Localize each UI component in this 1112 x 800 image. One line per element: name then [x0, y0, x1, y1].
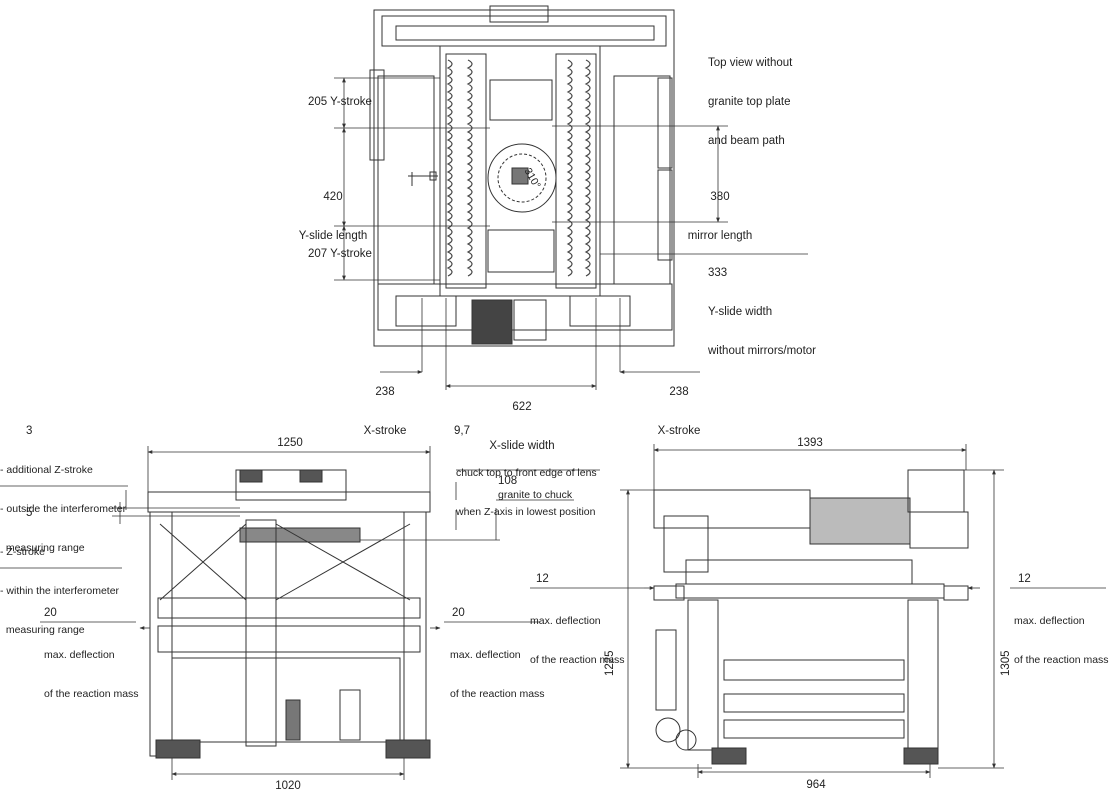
y-stroke-top-label: 205 Y-stroke — [308, 96, 372, 108]
top-view-drawing — [369, 5, 675, 347]
front-top-beam — [147, 491, 431, 513]
side-width-value: 1393 — [797, 437, 823, 449]
chuck-dimension-description: chuck top to front edge of lens when Z-a… — [456, 441, 597, 532]
rotary-table — [487, 143, 557, 213]
front-view-drawing — [147, 469, 431, 759]
side-deflection-left-line-1: max. deflection — [530, 615, 601, 627]
front-deflection-left-value: 20 — [44, 607, 57, 619]
side-view-drawing — [653, 469, 969, 765]
y-slide-body — [439, 45, 601, 297]
front-deflection-left-line-1: max. deflection — [44, 649, 115, 661]
z-additional-line-2: - outside the interferometer — [0, 503, 127, 515]
side-base-width-value: 964 — [806, 779, 826, 791]
z-additional-value: 3 — [26, 425, 33, 437]
chuck-line-1: chuck top to front edge of lens — [456, 467, 597, 479]
front-right-column — [403, 511, 427, 757]
z-additional-line-1: - additional Z-stroke — [0, 464, 93, 476]
front-deflection-right-value: 20 — [452, 607, 465, 619]
mirror-length-label: mirror length — [687, 230, 753, 242]
granite-dimension-label: granite to chuck — [498, 489, 573, 501]
front-view-dimensions — [0, 446, 600, 780]
top-view-cable-chains — [446, 59, 591, 277]
side-view-dimensions — [530, 444, 1106, 778]
front-deflection-left-description: max. deflection of the reaction mass — [44, 623, 139, 714]
y-slide-length-label: Y-slide length — [298, 230, 368, 242]
y-slide-width-value: 333 — [708, 267, 728, 279]
side-deflection-left-value: 12 — [536, 573, 549, 585]
front-base-width-value: 1020 — [275, 780, 301, 792]
side-height-right-value: 1305 — [1000, 650, 1012, 676]
right-guide-rail — [613, 75, 671, 285]
x-stroke-left-label: X-stroke — [363, 425, 407, 437]
top-view-dimensions — [334, 77, 808, 390]
z-stroke-description: - Z-stroke - within the interferometer m… — [0, 520, 119, 650]
left-guide-rail — [377, 75, 435, 285]
z-stroke-value: 5 — [26, 507, 33, 519]
granite-dimension-value: 108 — [498, 475, 518, 487]
top-view-frame — [373, 9, 675, 347]
mirror-length-dimension: 380 mirror length — [682, 165, 758, 256]
x-stroke-right-value: 238 — [669, 386, 689, 398]
top-connector-block — [489, 5, 549, 23]
y-slide-width-sub: without mirrors/motor — [708, 345, 816, 357]
side-top-block — [653, 489, 811, 529]
y-slide-length-value: 420 — [323, 191, 343, 203]
x-slide-width-dimension: 622 X-slide width — [482, 375, 562, 466]
x-stroke-left-dimension: 238 X-stroke — [360, 360, 410, 451]
bottom-x-slide — [377, 283, 673, 331]
front-deflection-right-description: max. deflection of the reaction mass — [450, 623, 545, 714]
caption-line-3: and beam path — [708, 135, 785, 147]
caption-line-1: Top view without — [708, 57, 793, 69]
side-deflection-left-line-2: of the reaction mass — [530, 654, 625, 666]
chuck-line-2: when Z-axis in lowest position — [456, 506, 596, 518]
x-slide-width-label: X-slide width — [489, 440, 555, 452]
chuck-dimension-value: 9,7 — [454, 425, 470, 437]
z-stroke-line-1: - Z-stroke — [0, 546, 45, 558]
front-deflection-left-line-2: of the reaction mass — [44, 688, 139, 700]
x-slide-width-value: 622 — [512, 401, 532, 413]
top-view-caption: Top view without granite top plate and b… — [708, 31, 792, 161]
side-deflection-right-line-2: of the reaction mass — [1014, 654, 1109, 666]
side-deflection-right-description: max. deflection of the reaction mass — [1014, 589, 1109, 680]
side-deflection-right-value: 12 — [1018, 573, 1031, 585]
front-left-column — [149, 511, 173, 757]
z-stroke-line-3: measuring range — [0, 624, 85, 636]
z-stroke-line-2: - within the interferometer — [0, 585, 120, 597]
caption-line-2: granite top plate — [708, 96, 791, 108]
x-stroke-left-value: 238 — [375, 386, 395, 398]
side-deflection-left-description: max. deflection of the reaction mass — [530, 589, 625, 680]
side-deflection-right-line-1: max. deflection — [1014, 615, 1085, 627]
z-additional-line-3: measuring range — [0, 542, 85, 554]
x-stroke-right-dimension: 238 X-stroke — [654, 360, 704, 451]
x-stroke-right-label: X-stroke — [657, 425, 701, 437]
y-slide-width-label: Y-slide width — [708, 306, 773, 318]
front-width-value: 1250 — [277, 437, 303, 449]
front-deflection-right-line-1: max. deflection — [450, 649, 521, 661]
front-center-column — [245, 519, 277, 747]
z-additional-description: - additional Z-stroke - outside the inte… — [0, 438, 126, 568]
side-left-column — [687, 599, 719, 751]
y-slide-width-dimension: 333 Y-slide width without mirrors/motor — [708, 241, 816, 371]
side-right-column — [907, 599, 939, 751]
y-stroke-bottom-label: 207 Y-stroke — [308, 248, 372, 260]
mirror-length-value: 380 — [710, 191, 730, 203]
front-deflection-right-line-2: of the reaction mass — [450, 688, 545, 700]
y-slide-length-dimension: 420 Y-slide length — [296, 165, 370, 256]
